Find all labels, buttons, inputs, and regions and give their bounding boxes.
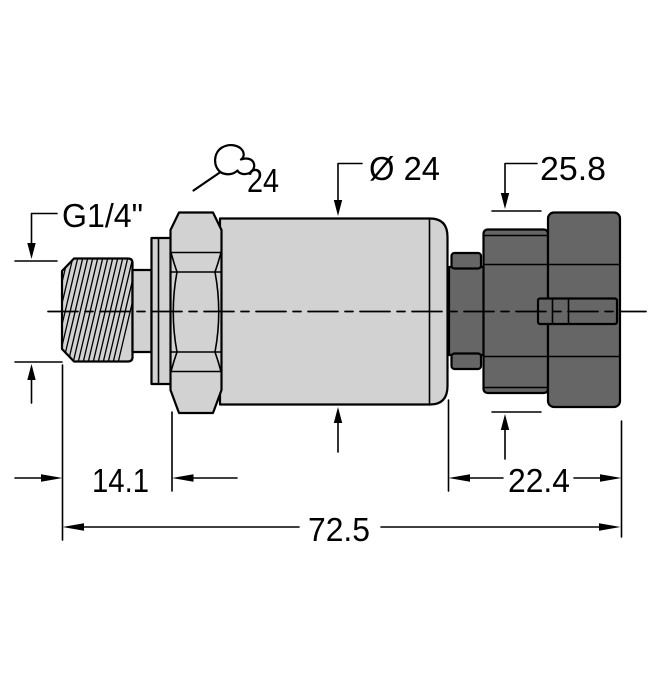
- label-overall-length: 72.5: [308, 511, 370, 548]
- arrow-body-diameter-top: [333, 200, 343, 216]
- hex-nut: [169, 211, 223, 415]
- wrench-handle: [192, 169, 224, 192]
- arrow-thread-length-left: [41, 474, 63, 482]
- plug-chamfer-lines: [483, 234, 548, 389]
- connector-band-lines: [483, 263, 620, 358]
- thread-hatching: [62, 258, 133, 362]
- wrench-head: [214, 144, 256, 176]
- thread-size-leader: [14, 212, 63, 404]
- body-diameter-leader: [337, 162, 363, 453]
- label-thread-size: G1/4": [62, 197, 143, 234]
- extension-lines: [61, 364, 623, 541]
- connector-edges: [483, 234, 620, 389]
- arrow-connector-length-left: [448, 474, 470, 482]
- arrow-overall-length-right: [599, 523, 621, 531]
- label-connector-length: 22.4: [508, 462, 570, 499]
- hex-facet-lines: [170, 251, 222, 373]
- label-body-diameter: Ø 24: [369, 150, 440, 187]
- connector-neck-top-lip: [450, 251, 483, 270]
- connector-width-leader: [491, 162, 542, 460]
- label-connector-width: 25.8: [540, 150, 606, 187]
- wrench-icon: [192, 144, 256, 192]
- connector-neck-bottom-lip: [450, 352, 483, 371]
- arrow-body-diameter-bottom: [333, 407, 343, 423]
- arrowheads: [27, 193, 622, 531]
- arrow-connector-length-right: [600, 474, 622, 482]
- arrow-thread-size-bottom: [27, 364, 36, 380]
- connector-parts: [447, 211, 622, 409]
- arrow-connector-width-bottom: [500, 414, 510, 430]
- label-thread-length: 14.1: [92, 462, 149, 499]
- arrow-overall-length-left: [62, 523, 84, 531]
- arrow-thread-size-top: [27, 243, 36, 259]
- arrow-thread-length-right: [172, 474, 194, 482]
- label-wrench-size: 24: [247, 162, 279, 199]
- dimension-lines: [14, 162, 623, 541]
- arrow-connector-width-top: [500, 193, 510, 209]
- drawing-root: G1/4" 24 Ø 24 25.8 14.1 22.4 72.5: [14, 144, 647, 548]
- labels: G1/4" 24 Ø 24 25.8 14.1 22.4 72.5: [62, 150, 606, 548]
